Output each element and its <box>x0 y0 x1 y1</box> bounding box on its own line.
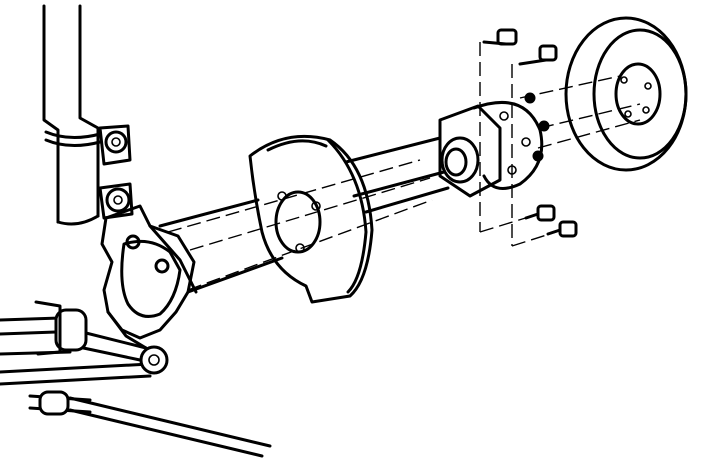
steering-knuckle <box>100 204 198 350</box>
hub-bearing <box>438 100 544 198</box>
strut <box>42 4 102 226</box>
control-arm-bushing <box>34 300 88 356</box>
upper-knuckle-bolt <box>98 124 132 166</box>
mounting-bolt <box>524 204 556 222</box>
alignment-lines <box>167 42 641 291</box>
stabilizer-link <box>38 390 70 416</box>
lower-knuckle-bolt <box>98 182 134 220</box>
mounting-bolt <box>546 220 578 238</box>
splash-shield <box>248 134 374 304</box>
wheel-stud <box>524 92 550 162</box>
mounting-bolt <box>482 28 518 46</box>
axle-shaft <box>158 136 450 294</box>
ball-joint-nut <box>139 345 169 375</box>
brake-rotor <box>564 16 688 172</box>
mounting-bolt <box>518 44 558 66</box>
